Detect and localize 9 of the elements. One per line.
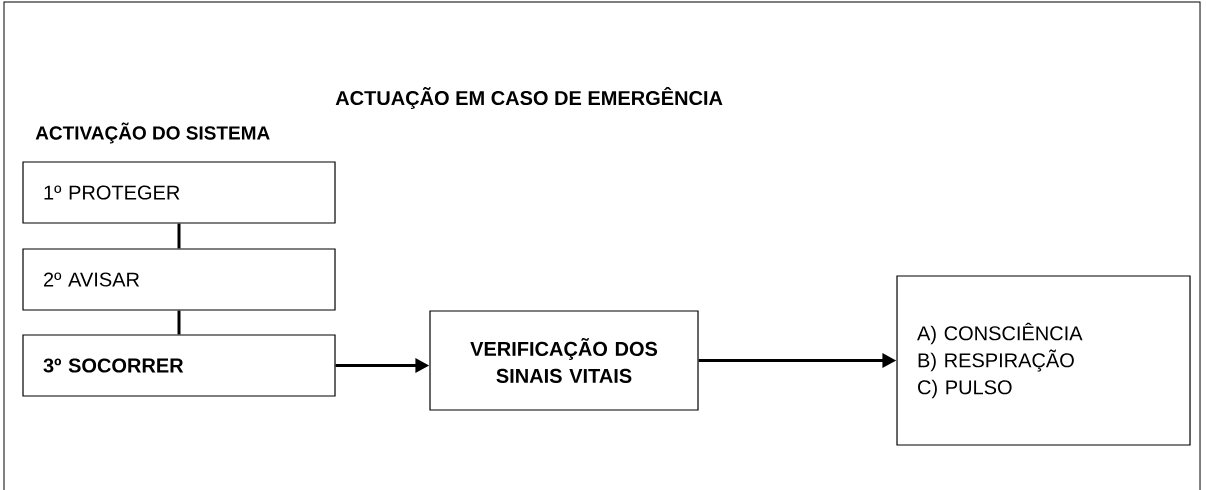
connector-line xyxy=(177,310,181,335)
title: ACTUAÇÃO EM CASO DE EMERGÊNCIA xyxy=(335,87,723,110)
connector-line xyxy=(177,223,181,249)
process-box: 3º SOCORRER xyxy=(22,334,336,397)
process-box: A) CONSCIÊNCIA B) RESPIRAÇÃO C) PULSO xyxy=(896,275,1191,446)
process-box: 1º PROTEGER xyxy=(22,161,336,224)
heading: ACTIVAÇÃO DO SISTEMA xyxy=(35,122,270,144)
process-box: 2º AVISAR xyxy=(22,248,336,311)
process-box: VERIFICAÇÃO DOS SINAIS VITAIS xyxy=(429,310,699,411)
